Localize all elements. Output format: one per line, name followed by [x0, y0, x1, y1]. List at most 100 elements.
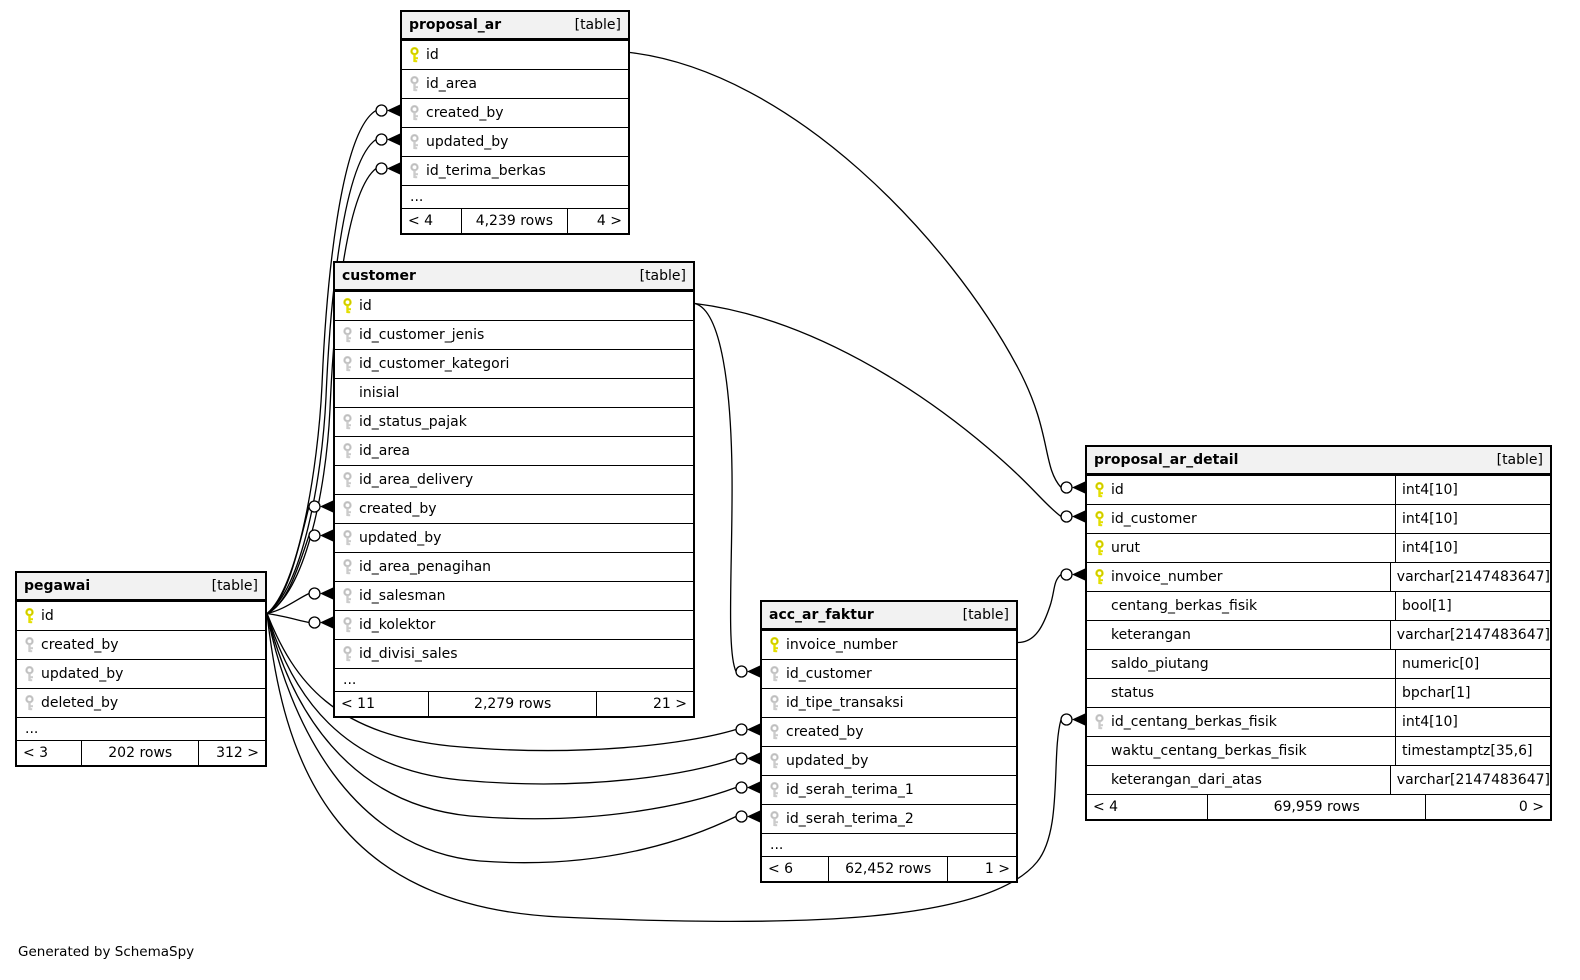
- edge-zero-circle: [735, 665, 748, 678]
- column-name: id_terima_berkas: [426, 163, 546, 179]
- column-name: updated_by: [426, 134, 509, 150]
- column-row: id_area_delivery: [335, 465, 693, 494]
- column-row: id: [402, 40, 628, 69]
- relationship-edge: [266, 138, 377, 615]
- relationship-edge: [266, 613, 737, 820]
- column-row: deleted_by: [17, 688, 265, 717]
- column-name: waktu_centang_berkas_fisik: [1111, 743, 1307, 759]
- edge-arrowhead: [747, 665, 760, 678]
- edge-zero-circle: [1060, 713, 1073, 726]
- primary-key-icon: [402, 47, 426, 63]
- table-customer[interactable]: customer[table] id id_customer_jenis id_cus…: [333, 261, 695, 718]
- column-name: id_serah_terima_1: [786, 782, 914, 798]
- column-type: int4[10]: [1395, 476, 1550, 504]
- table-header[interactable]: acc_ar_faktur[table]: [762, 602, 1016, 630]
- foreign-key-icon: [335, 646, 359, 662]
- column-type: numeric[0]: [1395, 650, 1550, 678]
- edge-arrowhead: [320, 529, 333, 542]
- column-name: id_kolektor: [359, 617, 436, 633]
- column-name: id_area_penagihan: [359, 559, 492, 575]
- column-name: id_customer_kategori: [359, 356, 510, 372]
- table-header[interactable]: proposal_ar[table]: [402, 12, 628, 40]
- column-name: deleted_by: [41, 695, 119, 711]
- footer-parents-count: < 3: [23, 745, 49, 761]
- table-proposal-ar-detail[interactable]: proposal_ar_detail[table]id int4[10] id_cu…: [1085, 445, 1552, 821]
- column-name: created_by: [359, 501, 437, 517]
- column-name: id_area: [426, 76, 477, 92]
- edge-arrowhead: [387, 162, 400, 175]
- column-type: bool[1]: [1395, 592, 1550, 620]
- column-name: id_divisi_sales: [359, 646, 458, 662]
- table-header[interactable]: proposal_ar_detail[table]: [1087, 447, 1550, 475]
- relationship-edge: [266, 613, 1062, 923]
- table-header[interactable]: customer[table]: [335, 263, 693, 291]
- footer-children-count: 1 >: [947, 857, 1016, 881]
- column-name: id_customer: [1111, 511, 1197, 527]
- foreign-key-icon: [17, 637, 41, 653]
- column-row: centang_berkas_fisik bool[1]: [1087, 591, 1550, 620]
- edge-zero-circle: [1060, 510, 1073, 523]
- edge-arrowhead: [387, 133, 400, 146]
- footer-row-count: 69,959 rows: [1207, 795, 1425, 819]
- column-name: centang_berkas_fisik: [1111, 598, 1258, 614]
- footer-children-count: 4 >: [566, 209, 628, 233]
- column-row: created_by: [762, 717, 1016, 746]
- column-name: keterangan: [1111, 627, 1191, 643]
- more-columns-ellipsis: ...: [762, 833, 1016, 856]
- foreign-key-icon: [402, 105, 426, 121]
- column-name: id_area: [359, 443, 410, 459]
- column-row: id_salesman: [335, 581, 693, 610]
- edge-zero-circle: [375, 104, 388, 117]
- column-row: id int4[10]: [1087, 475, 1550, 504]
- primary-key-icon: [1087, 540, 1111, 556]
- column-name: invoice_number: [1111, 569, 1223, 585]
- column-row: id_customer_kategori: [335, 349, 693, 378]
- column-row: id_serah_terima_2: [762, 804, 1016, 833]
- column-type: int4[10]: [1395, 534, 1550, 562]
- foreign-key-icon: [335, 472, 359, 488]
- more-columns-ellipsis: ...: [17, 717, 265, 740]
- column-name: id: [1111, 482, 1124, 498]
- edge-zero-circle: [375, 133, 388, 146]
- column-name: urut: [1111, 540, 1140, 556]
- column-type: timestamptz[35,6]: [1395, 737, 1550, 765]
- column-row: inisial: [335, 378, 693, 407]
- column-name: created_by: [786, 724, 864, 740]
- foreign-key-icon: [335, 617, 359, 633]
- column-name: id_status_pajak: [359, 414, 467, 430]
- foreign-key-icon: [335, 443, 359, 459]
- edge-arrowhead: [1072, 713, 1085, 726]
- column-name: id_serah_terima_2: [786, 811, 914, 827]
- foreign-key-icon: [762, 753, 786, 769]
- edge-arrowhead: [320, 500, 333, 513]
- edge-arrowhead: [1072, 481, 1085, 494]
- foreign-key-icon: [335, 559, 359, 575]
- edge-zero-circle: [735, 752, 748, 765]
- column-name: id_customer: [786, 666, 872, 682]
- column-row: id_customer_jenis: [335, 320, 693, 349]
- column-name: updated_by: [41, 666, 124, 682]
- foreign-key-icon: [762, 724, 786, 740]
- generated-by-note: Generated by SchemaSpy: [18, 944, 195, 960]
- edge-arrowhead: [1072, 568, 1085, 581]
- edge-zero-circle: [735, 810, 748, 823]
- relationship-edge: [266, 613, 737, 785]
- foreign-key-icon: [402, 134, 426, 150]
- foreign-key-icon: [402, 76, 426, 92]
- table-header[interactable]: pegawai[table]: [17, 573, 265, 601]
- relationship-edge: [694, 302, 1062, 518]
- column-row: id_divisi_sales: [335, 639, 693, 668]
- primary-key-icon: [1087, 482, 1111, 498]
- column-name: id: [359, 298, 372, 314]
- relationship-edge: [266, 535, 310, 615]
- column-row: updated_by: [762, 746, 1016, 775]
- primary-key-icon: [762, 637, 786, 653]
